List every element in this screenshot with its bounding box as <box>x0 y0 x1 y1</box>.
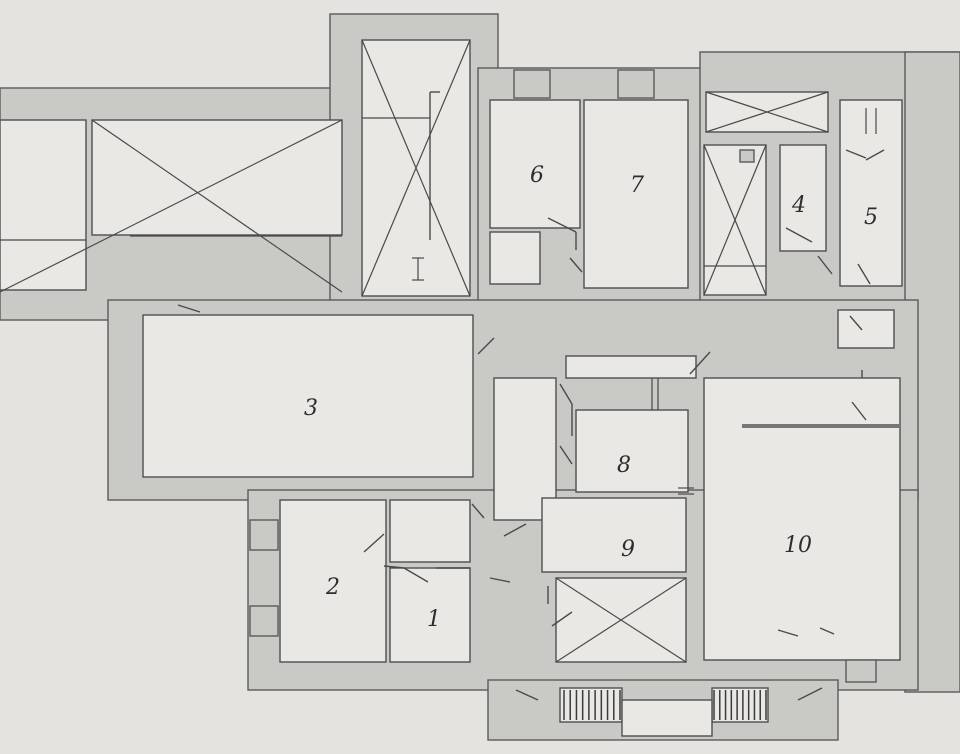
rooms-1-2-block <box>249 499 527 663</box>
room-10-area <box>703 377 901 683</box>
room-label-1: 1 <box>427 607 441 632</box>
entry-stairs <box>515 687 823 737</box>
rooms-8-9-block <box>493 351 711 573</box>
room-labels: 1 2 3 4 5 6 7 8 9 10 <box>304 163 878 632</box>
stair-steps-left <box>563 690 621 720</box>
room-label-4: 4 <box>791 193 806 218</box>
room-label-8: 8 <box>617 453 631 478</box>
rooms-4-5-block <box>779 99 903 419</box>
shaft-crossed-middle <box>703 144 767 296</box>
room-label-2: 2 <box>325 575 340 600</box>
rooms-6-7-block <box>489 69 689 289</box>
room-label-7: 7 <box>630 173 644 198</box>
shaft-crossed-top <box>705 91 829 133</box>
room-label-10: 10 <box>784 533 812 558</box>
room-label-5: 5 <box>864 205 878 230</box>
room-label-3: 3 <box>304 396 318 421</box>
left-wing-crossed <box>0 119 343 293</box>
stair-steps-right <box>713 690 767 720</box>
room-label-6: 6 <box>530 163 544 188</box>
shaft-crossed-bottom <box>547 577 687 663</box>
room-3-area <box>142 304 495 478</box>
stair-shaft-crossed <box>361 39 471 297</box>
room-label-9: 9 <box>621 537 635 562</box>
